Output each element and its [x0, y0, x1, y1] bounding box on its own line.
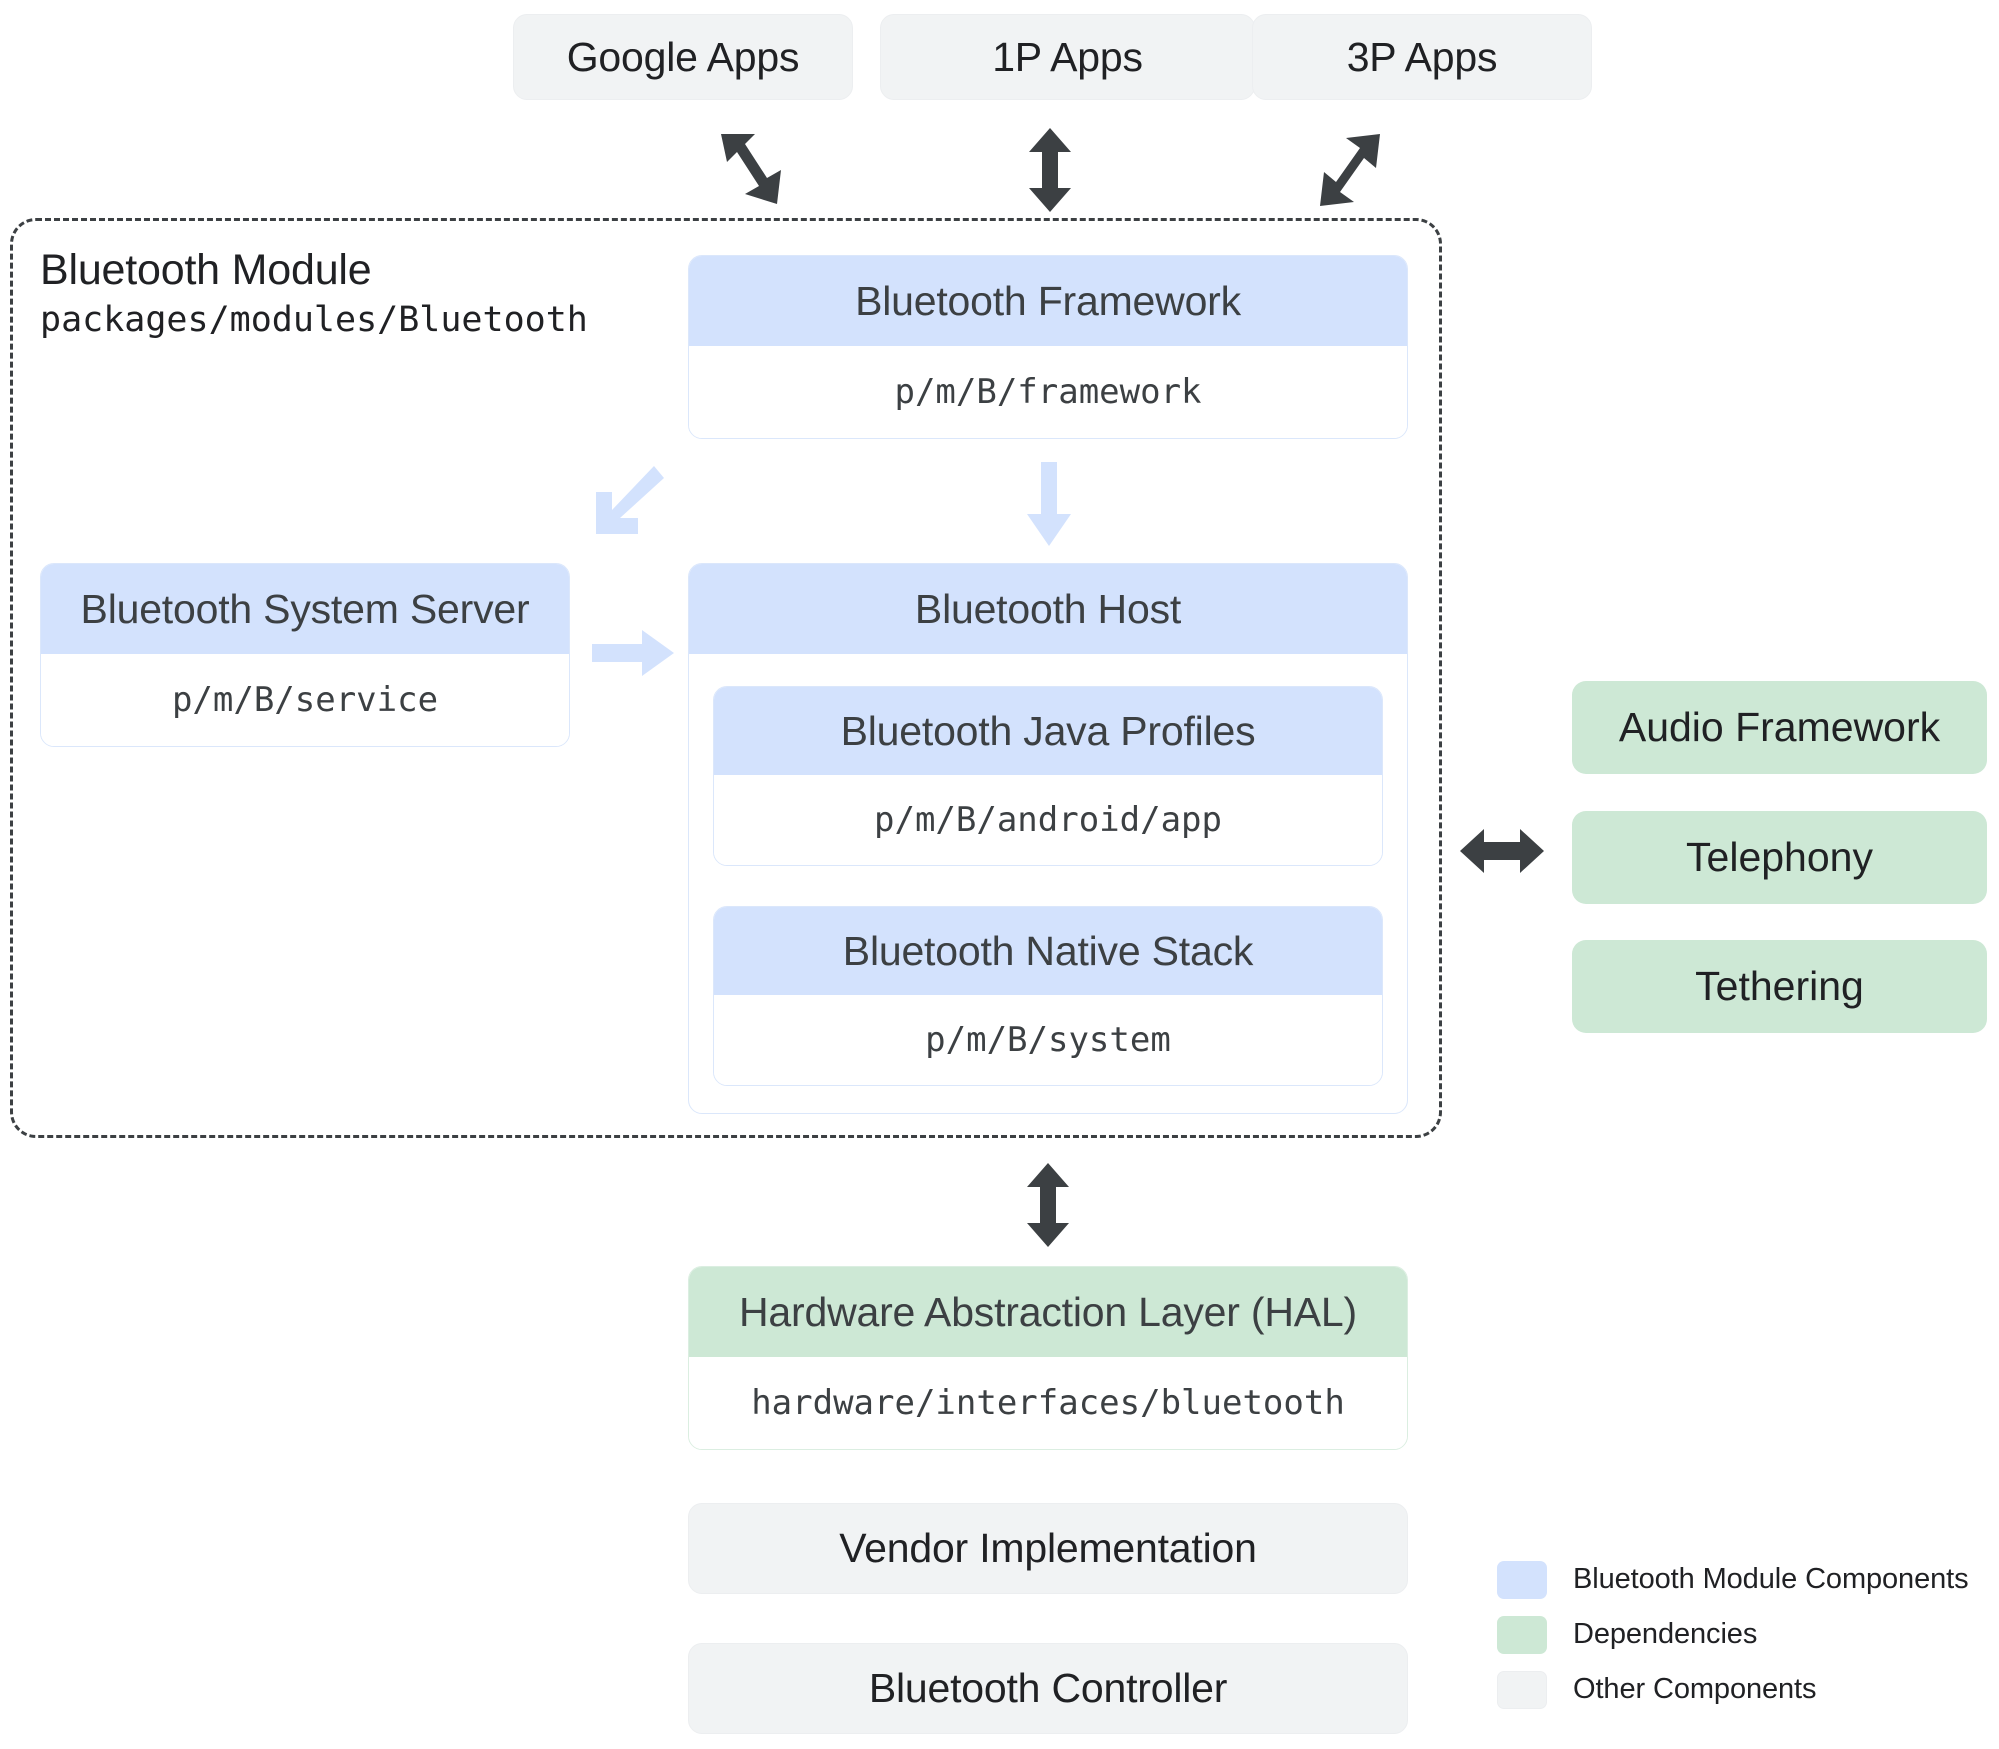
box-vendor-implementation-label: Vendor Implementation: [839, 1525, 1257, 1571]
legend-item-module-components: Bluetooth Module Components: [1497, 1552, 1969, 1607]
arrow-framework-to-host: [1027, 462, 1071, 546]
dependency-box-audio-framework[interactable]: Audio Framework: [1572, 681, 1987, 774]
legend-item-dependencies: Dependencies: [1497, 1607, 1969, 1662]
bluetooth-module-title: Bluetooth Module: [40, 246, 372, 294]
arrow-module-to-hal: [1027, 1163, 1069, 1247]
box-bluetooth-controller[interactable]: Bluetooth Controller: [688, 1643, 1408, 1734]
dependency-box-telephony-label: Telephony: [1686, 834, 1873, 880]
card-bluetooth-framework-path: p/m/B/framework: [689, 346, 1407, 438]
arrow-system-server-to-host: [592, 630, 674, 676]
bluetooth-module-path: packages/modules/Bluetooth: [40, 300, 588, 340]
arrow-google-apps-to-framework: [721, 134, 781, 204]
legend-label-module-components: Bluetooth Module Components: [1573, 1563, 1969, 1595]
card-bluetooth-host-title: Bluetooth Host: [689, 564, 1407, 654]
legend-swatch-module-components: [1497, 1560, 1547, 1599]
card-hardware-abstraction-layer[interactable]: Hardware Abstraction Layer (HAL) hardwar…: [688, 1266, 1408, 1450]
app-box-3p-apps-label: 3P Apps: [1346, 33, 1498, 80]
app-box-3p-apps[interactable]: 3P Apps: [1252, 14, 1592, 100]
dependency-box-tethering-label: Tethering: [1695, 963, 1864, 1009]
app-box-1p-apps[interactable]: 1P Apps: [880, 14, 1255, 100]
card-bluetooth-native-stack-title: Bluetooth Native Stack: [714, 907, 1382, 995]
arrow-framework-to-system-server: [596, 466, 664, 534]
legend: Bluetooth Module Components Dependencies…: [1497, 1552, 1969, 1717]
arrow-3p-apps-to-framework: [1320, 134, 1380, 206]
card-bluetooth-native-stack[interactable]: Bluetooth Native Stack p/m/B/system: [713, 906, 1383, 1086]
dependency-box-telephony[interactable]: Telephony: [1572, 811, 1987, 904]
card-bluetooth-java-profiles-title: Bluetooth Java Profiles: [714, 687, 1382, 775]
card-bluetooth-native-stack-path: p/m/B/system: [714, 995, 1382, 1085]
box-vendor-implementation[interactable]: Vendor Implementation: [688, 1503, 1408, 1594]
card-bluetooth-java-profiles[interactable]: Bluetooth Java Profiles p/m/B/android/ap…: [713, 686, 1383, 866]
card-bluetooth-system-server-title: Bluetooth System Server: [41, 564, 569, 654]
legend-item-other-components: Other Components: [1497, 1662, 1969, 1717]
legend-label-dependencies: Dependencies: [1573, 1618, 1758, 1650]
dependency-box-audio-framework-label: Audio Framework: [1618, 704, 1941, 750]
legend-label-other-components: Other Components: [1573, 1673, 1817, 1705]
app-box-google-apps[interactable]: Google Apps: [513, 14, 853, 100]
card-hardware-abstraction-layer-title: Hardware Abstraction Layer (HAL): [689, 1267, 1407, 1357]
app-box-google-apps-label: Google Apps: [566, 33, 800, 80]
card-bluetooth-system-server-path: p/m/B/service: [41, 654, 569, 746]
box-bluetooth-controller-label: Bluetooth Controller: [868, 1665, 1228, 1711]
legend-swatch-other-components: [1497, 1670, 1547, 1709]
card-bluetooth-framework[interactable]: Bluetooth Framework p/m/B/framework: [688, 255, 1408, 439]
dependency-box-tethering[interactable]: Tethering: [1572, 940, 1987, 1033]
arrow-1p-apps-to-framework: [1029, 128, 1071, 212]
app-box-1p-apps-label: 1P Apps: [992, 33, 1143, 80]
legend-swatch-dependencies: [1497, 1615, 1547, 1654]
arrow-module-to-dependencies: [1460, 829, 1544, 873]
card-bluetooth-framework-title: Bluetooth Framework: [689, 256, 1407, 346]
bluetooth-module-container: [10, 218, 1442, 1138]
card-hardware-abstraction-layer-path: hardware/interfaces/bluetooth: [689, 1357, 1407, 1449]
card-bluetooth-java-profiles-path: p/m/B/android/app: [714, 775, 1382, 865]
card-bluetooth-system-server[interactable]: Bluetooth System Server p/m/B/service: [40, 563, 570, 747]
